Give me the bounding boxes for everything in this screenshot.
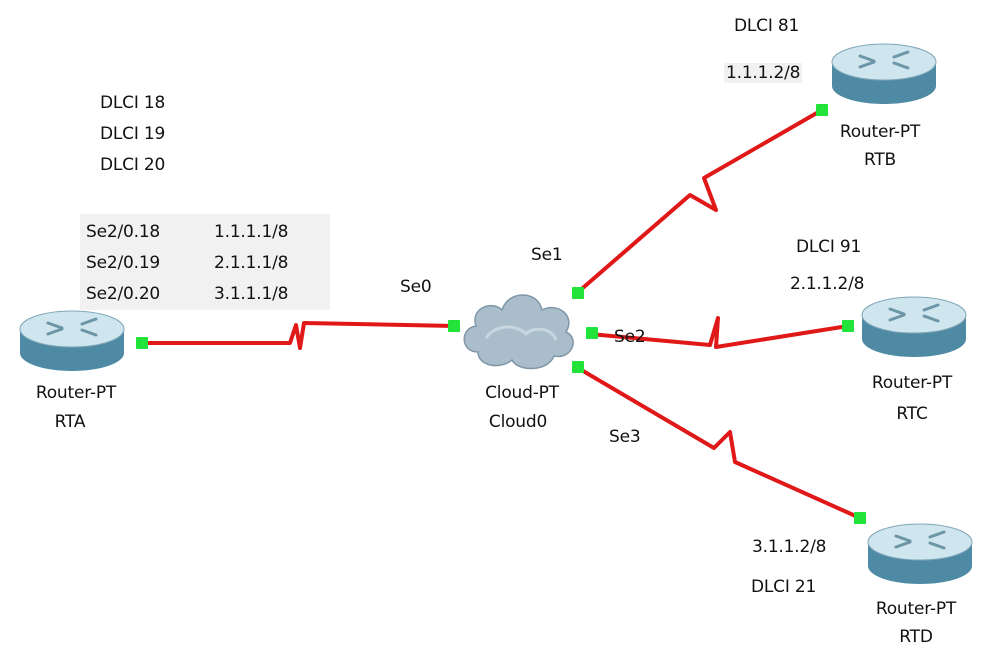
router-icon[interactable] [18,307,126,375]
port-indicator-rta[interactable] [136,337,148,349]
rta-subif-20: Se2/0.20 [86,284,161,304]
rtc-type-label: Router-PT [871,373,953,393]
rtb-ip: 1.1.1.2/8 [724,63,803,83]
rtc-name-label: RTC [896,404,928,424]
rtb-type-label: Router-PT [839,122,921,142]
rtb-dlci: DLCI 81 [734,16,800,36]
rta-dlci-18: DLCI 18 [100,93,166,113]
rtb-name-label: RTB [863,150,897,170]
port-indicator-cloud-se0[interactable] [448,320,460,332]
rtd-ip: 3.1.1.2/8 [752,537,827,557]
port-indicator-cloud-se3[interactable] [572,361,584,373]
rta-subinterface-panel [80,214,330,310]
cloud-port-se2: Se2 [614,327,646,347]
port-indicator-cloud-se1[interactable] [572,287,584,299]
rta-name-label: RTA [54,412,86,432]
cloud-icon[interactable] [456,280,580,374]
rta-dlci-19: DLCI 19 [100,124,166,144]
rtc-dlci: DLCI 91 [796,237,862,257]
router-icon[interactable] [830,40,938,108]
rtd-name-label: RTD [899,627,933,647]
rta-subif-18: Se2/0.18 [86,222,161,242]
cloud-port-se1: Se1 [531,245,563,265]
port-indicator-rtd[interactable] [854,512,866,524]
router-icon[interactable] [860,293,968,361]
link-rta-cloud[interactable] [140,321,456,350]
port-indicator-cloud-se2[interactable] [586,327,598,339]
rta-type-label: Router-PT [35,383,117,403]
rtc-ip: 2.1.1.2/8 [790,274,865,294]
router-icon[interactable] [866,520,974,588]
link-cloud-rtb[interactable] [575,108,823,295]
cloud-type-label: Cloud-PT [485,383,559,403]
rta-ip-18: 1.1.1.1/8 [214,222,289,242]
rta-dlci-20: DLCI 20 [100,155,166,175]
port-indicator-rtc[interactable] [842,320,854,332]
port-indicator-rtb[interactable] [816,104,828,116]
rtd-dlci: DLCI 21 [751,577,817,597]
rtd-type-label: Router-PT [875,599,957,619]
rta-ip-20: 3.1.1.1/8 [214,284,289,304]
cloud-port-se0: Se0 [400,277,432,297]
rta-subif-19: Se2/0.19 [86,253,161,273]
link-cloud-rtd[interactable] [576,366,861,520]
link-cloud-rtc[interactable] [589,316,849,349]
cloud-name-label: Cloud0 [488,412,548,432]
rta-ip-19: 2.1.1.1/8 [214,253,289,273]
cloud-port-se3: Se3 [609,427,641,447]
